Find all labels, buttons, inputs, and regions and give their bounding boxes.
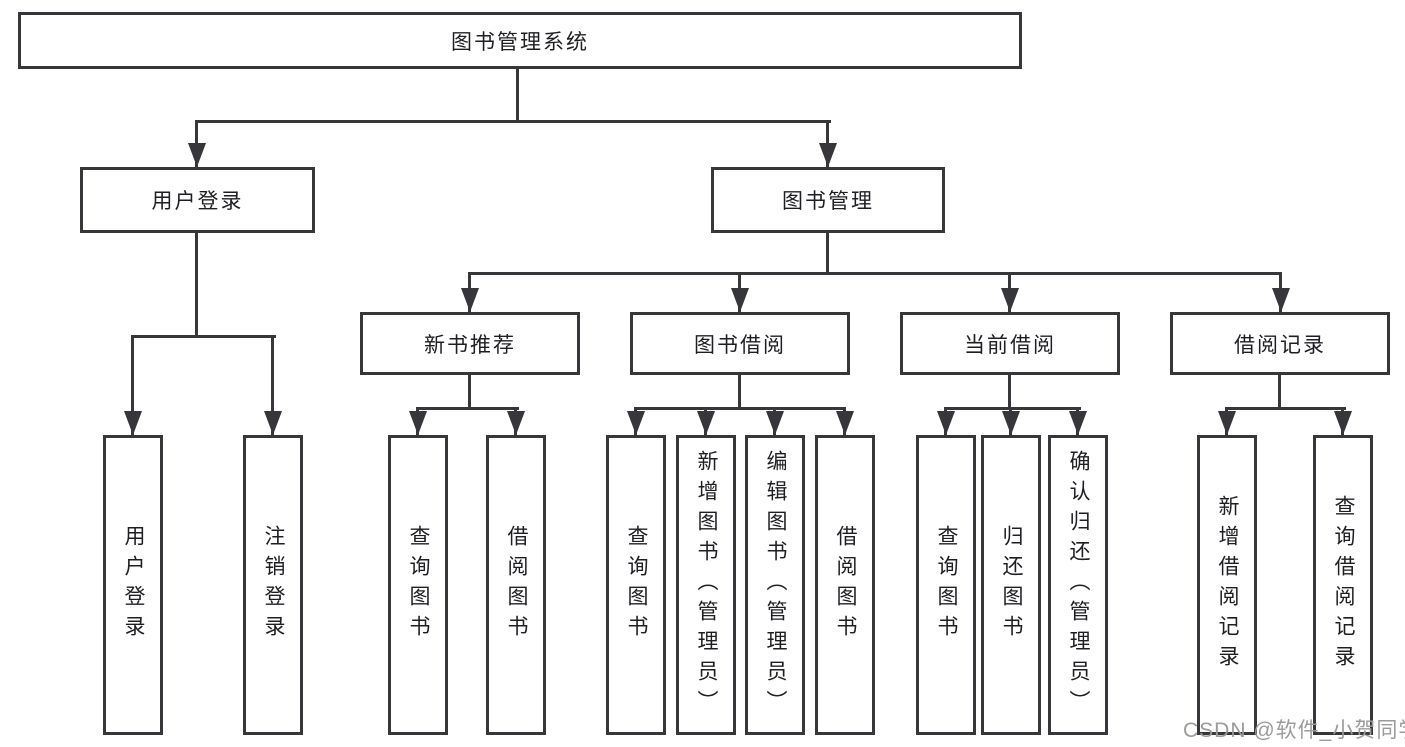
connector-line: [195, 233, 198, 337]
connector-line: [131, 335, 276, 338]
leaf-edit-book-admin: 编辑图书（管理员）: [745, 435, 805, 735]
arrowhead-down-icon: [627, 411, 645, 435]
connector-line: [738, 375, 741, 410]
leaf-add-book-admin: 新增图书（管理员）: [676, 435, 736, 735]
arrowhead-down-icon: [836, 411, 854, 435]
connector-line: [1225, 407, 1346, 410]
leaf-logout: 注销登录: [243, 435, 303, 735]
leaf-add-borrow-record: 新增借阅记录: [1197, 435, 1257, 735]
node-book-management: 图书管理: [711, 167, 945, 233]
arrowhead-down-icon: [1001, 288, 1019, 312]
leaf-borrow-books-newrec: 借阅图书: [486, 435, 546, 735]
connector-line: [826, 233, 829, 274]
arrowhead-down-icon: [461, 288, 479, 312]
arrowhead-down-icon: [1069, 411, 1087, 435]
connector-line: [634, 407, 846, 410]
arrowhead-down-icon: [819, 143, 837, 167]
connector-line: [195, 120, 831, 123]
node-current-borrow: 当前借阅: [900, 312, 1120, 375]
connector-line: [516, 69, 519, 122]
arrowhead-down-icon: [1218, 411, 1236, 435]
connector-line: [131, 335, 134, 435]
arrowhead-down-icon: [731, 288, 749, 312]
arrowhead-down-icon: [124, 411, 142, 435]
node-borrow-records: 借阅记录: [1170, 312, 1390, 375]
arrowhead-down-icon: [188, 143, 206, 167]
leaf-borrow-books-borrow: 借阅图书: [815, 435, 875, 735]
csdn-watermark: CSDN @软件_小贺同学: [1183, 719, 1405, 742]
connector-line: [468, 272, 1282, 275]
node-user-login: 用户登录: [80, 167, 315, 233]
leaf-confirm-return-admin: 确认归还（管理员）: [1048, 435, 1108, 735]
connector-line: [468, 375, 471, 410]
connector-line: [1278, 375, 1281, 410]
connector-line: [1008, 375, 1011, 410]
arrowhead-down-icon: [1272, 288, 1290, 312]
arrowhead-down-icon: [1334, 411, 1352, 435]
node-book-borrow: 图书借阅: [630, 312, 850, 375]
arrowhead-down-icon: [937, 411, 955, 435]
connector-line: [944, 407, 1081, 410]
arrowhead-down-icon: [697, 411, 715, 435]
arrowhead-down-icon: [507, 411, 525, 435]
leaf-query-borrow-record: 查询借阅记录: [1313, 435, 1373, 735]
connector-line: [271, 335, 274, 435]
arrowhead-down-icon: [264, 411, 282, 435]
connector-line: [416, 407, 519, 410]
node-new-book-recommend: 新书推荐: [360, 312, 580, 375]
arrowhead-down-icon: [409, 411, 427, 435]
leaf-query-books-borrow: 查询图书: [606, 435, 666, 735]
leaf-query-books-current: 查询图书: [916, 435, 976, 735]
arrowhead-down-icon: [766, 411, 784, 435]
leaf-query-books-newrec: 查询图书: [388, 435, 448, 735]
arrowhead-down-icon: [1002, 411, 1020, 435]
leaf-return-book: 归还图书: [981, 435, 1041, 735]
leaf-user-login: 用户登录: [103, 435, 163, 735]
node-library-system: 图书管理系统: [18, 12, 1022, 69]
